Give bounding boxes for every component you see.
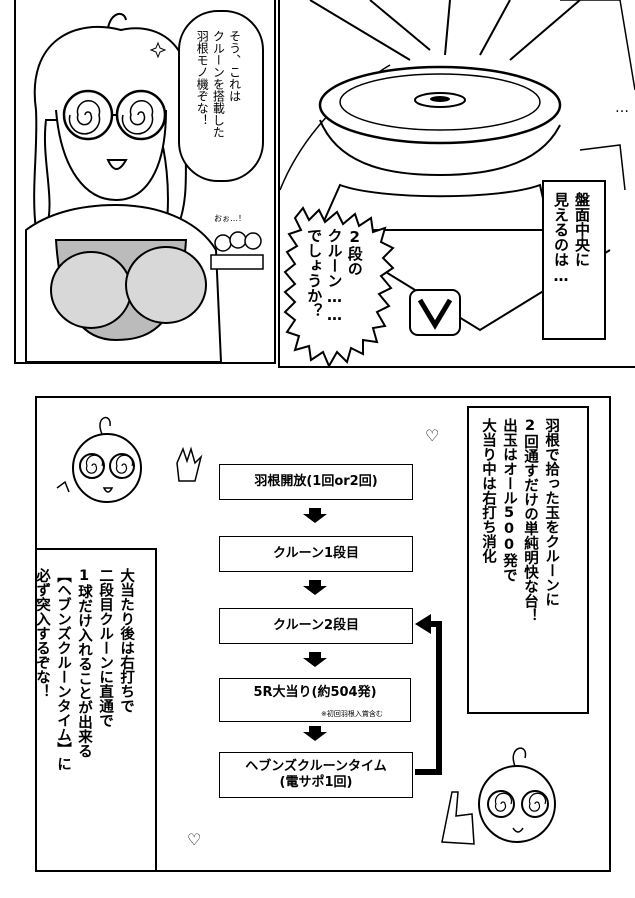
mascot-top (56, 416, 203, 503)
heart-icon: ♡ (187, 830, 202, 849)
machine-illustration (280, 0, 635, 336)
flow-step-5: ヘブンズクルーンタイム (電サポ1回) (219, 752, 413, 798)
speech-bubble (178, 10, 264, 182)
panel-flowchart: 羽根で拾った玉をクルーンに 2回通すだけの単純明快な台！ 出玉はオール500発で… (35, 396, 611, 872)
panel-girl: そう、これは クルーンを搭載した 羽根モノ機ぞな！ おぉ…！ (14, 0, 276, 364)
flow-arrows (303, 508, 442, 775)
narration-text: 盤面中央に 見えるのは… (552, 192, 591, 285)
dots-text: … (615, 100, 629, 116)
heart-icon: ♡ (425, 426, 440, 445)
flow-step-3: クルーン2段目 (219, 608, 413, 644)
speech-text: そう、これは クルーンを搭載した 羽根モノ機ぞな！ (195, 30, 242, 138)
mascot-bottom (441, 747, 556, 845)
sfx-text: おぉ…！ (214, 214, 246, 223)
flow-step-4: 5R大当り(約504発) (219, 678, 411, 722)
panel-machine: … 盤面中央に 見えるのは… 2段の クルーン…… でしょうか？ (278, 0, 635, 368)
summary-text: 大当たり後は右打ちで 二段目クルーンに直通で 1球だけ入れることが出来る 【ヘブ… (35, 568, 135, 771)
flow-step-2: クルーン1段目 (219, 536, 413, 572)
flow-step-1: 羽根開放(1回or2回) (219, 464, 413, 500)
bubble-text: 2段の クルーン…… でしょうか？ (305, 228, 364, 324)
explanation-text: 羽根で拾った玉をクルーンに 2回通すだけの単純明快な台！ 出玉はオール500発で… (480, 418, 560, 623)
girl-illustration (25, 12, 264, 362)
spiky-bubble (283, 206, 395, 366)
flow-note: ※初回羽根入賞含む (321, 710, 383, 718)
summary-box (37, 548, 157, 870)
narration-box (542, 180, 606, 340)
explanation-box (467, 406, 589, 714)
